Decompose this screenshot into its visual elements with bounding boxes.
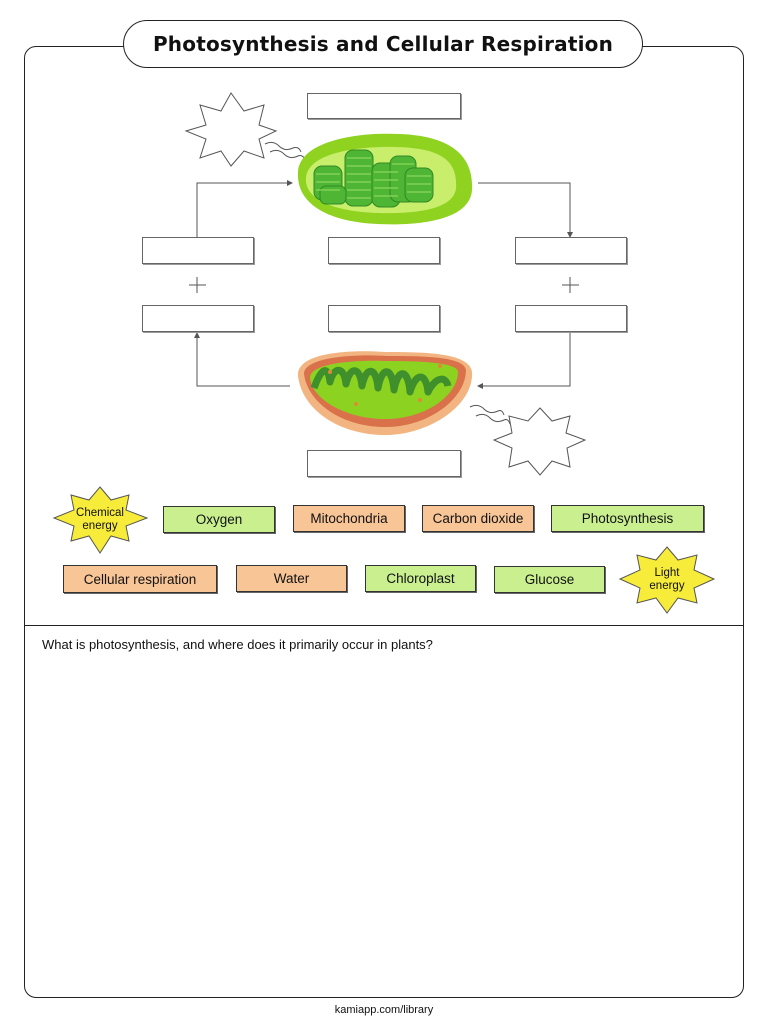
word-chip-chloroplast[interactable]: Chloroplast	[365, 565, 476, 592]
arrow-right-to-mitochondrion	[477, 332, 571, 389]
word-chip-oxygen[interactable]: Oxygen	[163, 506, 275, 533]
word-chip-carbon-dioxide[interactable]: Carbon dioxide	[422, 505, 534, 532]
energy-ray-line	[475, 413, 511, 425]
footer-url: kamiapp.com/library	[334, 1004, 434, 1016]
plus-icon	[562, 277, 579, 293]
arrow-mitochondrion-to-left	[194, 332, 290, 387]
answer-box-mitochondrion-label[interactable]	[307, 450, 461, 477]
question-text: What is photosynthesis, and where does i…	[42, 637, 433, 652]
plus-icon	[189, 277, 206, 293]
light-energy-star[interactable]	[618, 546, 716, 614]
chloroplast-illustration	[297, 133, 473, 225]
answer-box-center-top[interactable]	[328, 237, 440, 264]
word-chip-water[interactable]: Water	[236, 565, 347, 592]
answer-box-left-bottom[interactable]	[142, 305, 254, 332]
arrow-chloroplast-to-right	[478, 182, 573, 238]
page-title: Photosynthesis and Cellular Respiration	[123, 20, 643, 68]
light-ray-line	[264, 141, 302, 153]
word-chip-photosynthesis[interactable]: Photosynthesis	[551, 505, 704, 532]
arrow-left-to-chloroplast	[196, 180, 293, 237]
cycle-diagram	[52, 92, 716, 614]
word-chip-mitochondria[interactable]: Mitochondria	[293, 505, 405, 532]
answer-box-chloroplast-label[interactable]	[307, 93, 461, 119]
answer-box-center-bottom[interactable]	[328, 305, 440, 332]
energy-ray-line	[469, 404, 505, 416]
light-energy-label: Light energy	[649, 567, 685, 592]
energy-star-blank-bottom[interactable]	[492, 407, 587, 476]
answer-box-right-bottom[interactable]	[515, 305, 627, 332]
chemical-energy-star[interactable]	[52, 486, 149, 554]
chemical-energy-label: Chemical energy	[76, 507, 124, 532]
answer-box-right-top[interactable]	[515, 237, 627, 264]
word-chip-glucose[interactable]: Glucose	[494, 566, 605, 593]
energy-star-blank-top[interactable]	[184, 92, 278, 167]
mitochondrion-illustration	[297, 351, 473, 436]
light-ray-line	[269, 149, 307, 161]
answer-box-left-top[interactable]	[142, 237, 254, 264]
word-chip-cellular-respiration[interactable]: Cellular respiration	[63, 565, 217, 593]
section-divider	[24, 625, 744, 626]
